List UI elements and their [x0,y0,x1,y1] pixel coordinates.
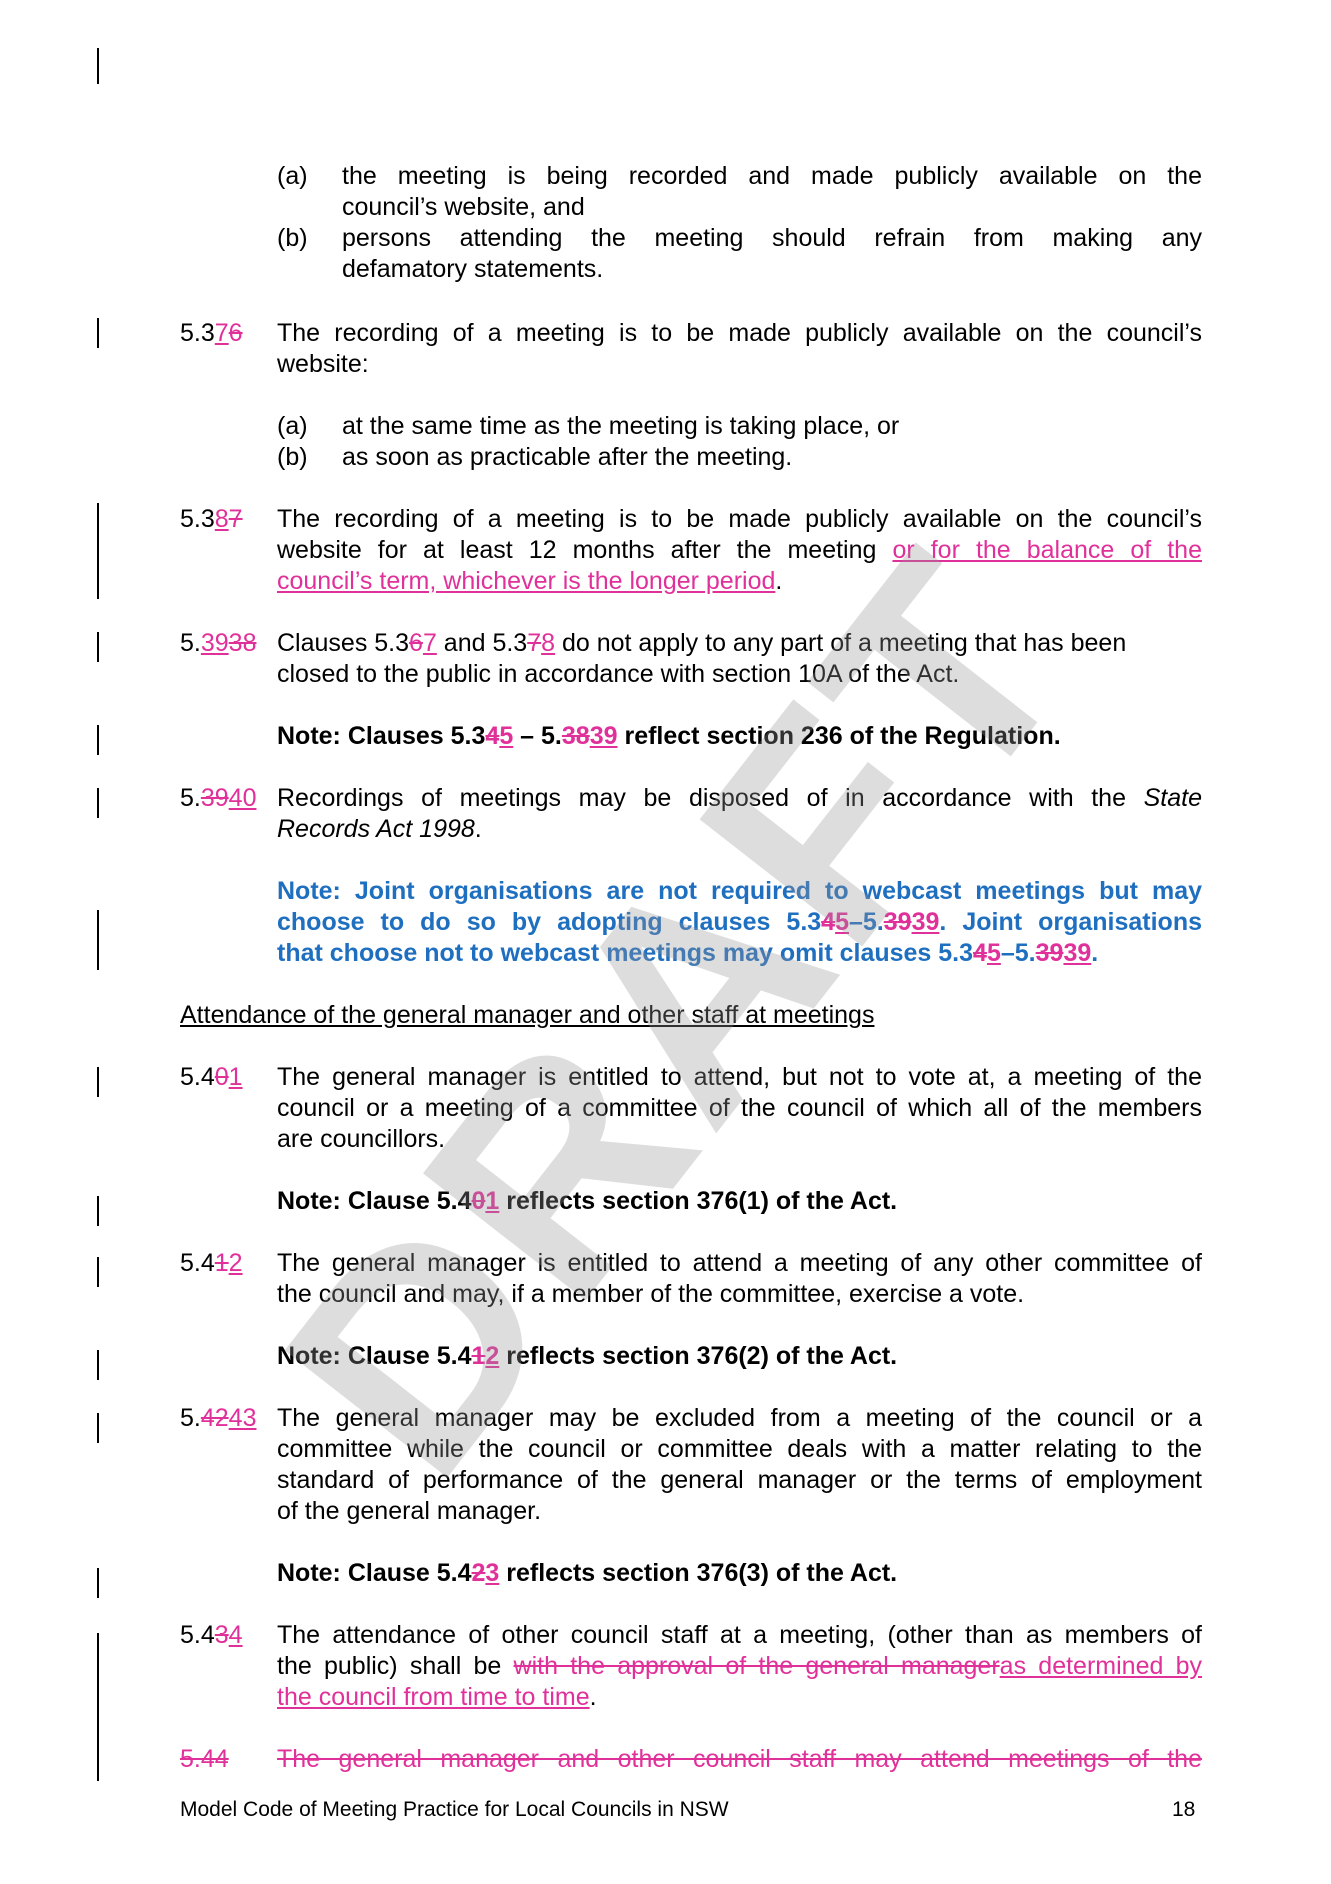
section-heading: Attendance of the general manager and ot… [180,1001,875,1029]
footer-title: Model Code of Meeting Practice for Local… [180,1798,729,1821]
clause-text: the public) shall be with the approval o… [277,1652,1203,1680]
change-bar [97,725,99,755]
clause-number: 5.3938 [180,629,257,657]
clause-text: are councillors. [277,1125,446,1153]
note-joint: Note: Joint organisations are not requir… [277,877,1202,905]
clause-text: website for at least 12 months after the… [277,536,1202,564]
clause-text: The recording of a meeting is to be made… [277,319,1202,347]
note-joint: choose to do so by adopting clauses 5.34… [277,908,1202,936]
list-label: (a) [277,162,308,190]
change-bar [97,318,99,348]
clause-number: 5.3940 [180,784,257,812]
clause-text: standard of performance of the general m… [277,1466,1202,1494]
list-label: (b) [277,443,308,471]
clause-number: 5.412 [180,1249,243,1277]
clause-text: committee while the council or committee… [277,1435,1202,1463]
clause-number: 5.401 [180,1063,243,1091]
deleted-clause-text: The general manager and other council st… [277,1745,1202,1773]
clause-text: Records Act 1998. [277,815,482,843]
note: Note: Clause 5.401 reflects section 376(… [277,1187,898,1215]
change-bar [97,1413,99,1443]
change-bar [97,48,99,84]
clause-text: The general manager is entitled to atten… [277,1249,1202,1277]
deleted-clause-number: 5.44 [180,1745,229,1773]
clause-text: the council from time to time. [277,1683,597,1711]
change-bar [97,1633,99,1781]
change-bar [97,788,99,818]
clause-text: The recording of a meeting is to be made… [277,505,1202,533]
clause-text: council or a meeting of a committee of t… [277,1094,1202,1122]
change-bar [97,1350,99,1380]
note: Note: Clause 5.412 reflects section 376(… [277,1342,898,1370]
note: Note: Clauses 5.345 – 5.3839 reflect sec… [277,722,1061,750]
list-item-text: at the same time as the meeting is takin… [342,412,900,440]
page-number: 18 [1172,1798,1196,1821]
change-bar [97,632,99,662]
clause-text: website: [277,350,369,378]
clause-text: closed to the public in accordance with … [277,660,960,688]
note-joint: that choose not to webcast meetings may … [277,939,1099,967]
list-item-text: as soon as practicable after the meeting… [342,443,793,471]
list-label: (a) [277,412,308,440]
clause-text: The general manager may be excluded from… [277,1404,1202,1432]
change-bar [97,1568,99,1598]
list-label: (b) [277,224,308,252]
clause-text: council’s term, whichever is the longer … [277,567,783,595]
list-item-text: the meeting is being recorded and made p… [342,162,1202,190]
change-bar [97,1257,99,1287]
change-bar [97,1067,99,1097]
list-item-text: defamatory statements. [342,255,604,283]
clause-number: 5.376 [180,319,243,347]
clause-text: the council and may, if a member of the … [277,1280,1025,1308]
clause-text: Recordings of meetings may be disposed o… [277,784,1202,812]
change-bar [97,910,99,970]
list-item-text: persons attending the meeting should ref… [342,224,1202,252]
clause-number: 5.387 [180,505,243,533]
note: Note: Clause 5.423 reflects section 376(… [277,1559,898,1587]
change-bar [97,1196,99,1226]
clause-number: 5.4243 [180,1404,257,1432]
list-item-text: council’s website, and [342,193,585,221]
clause-text: of the general manager. [277,1497,542,1525]
change-bar [97,503,99,599]
clause-text: Clauses 5.367 and 5.378 do not apply to … [277,629,1127,657]
clause-number: 5.434 [180,1621,243,1649]
clause-text: The attendance of other council staff at… [277,1621,1202,1649]
clause-text: The general manager is entitled to atten… [277,1063,1202,1091]
